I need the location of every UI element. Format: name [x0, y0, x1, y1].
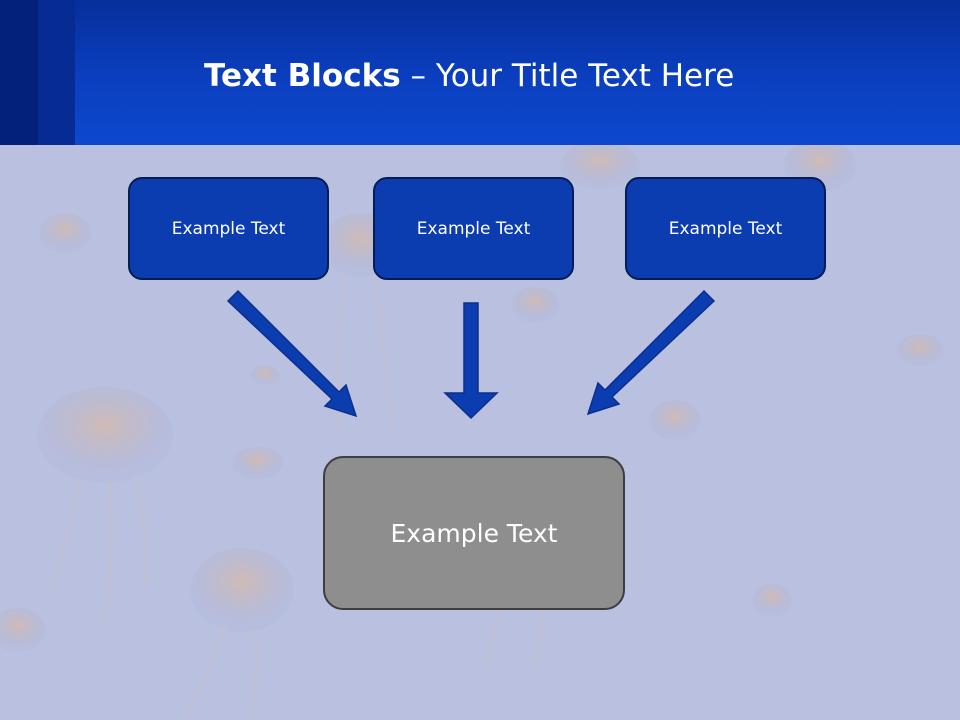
title-bold: Text Blocks [204, 58, 401, 94]
header-accent-mid [38, 0, 75, 145]
text-block-3[interactable]: Example Text [625, 177, 826, 280]
title-rest: Your Title Text Here [435, 58, 735, 94]
title-separator: – [400, 58, 436, 94]
text-block-2[interactable]: Example Text [373, 177, 574, 280]
slide-title: Text Blocks – Your Title Text Here [204, 54, 734, 98]
result-block-label: Example Text [390, 518, 558, 548]
result-block[interactable]: Example Text [323, 456, 625, 610]
text-block-2-label: Example Text [416, 218, 531, 239]
title-bar: Text Blocks – Your Title Text Here [0, 0, 960, 145]
text-block-1[interactable]: Example Text [128, 177, 329, 280]
header-accent-dark [0, 0, 38, 145]
text-block-1-label: Example Text [171, 218, 286, 239]
text-block-3-label: Example Text [668, 218, 783, 239]
